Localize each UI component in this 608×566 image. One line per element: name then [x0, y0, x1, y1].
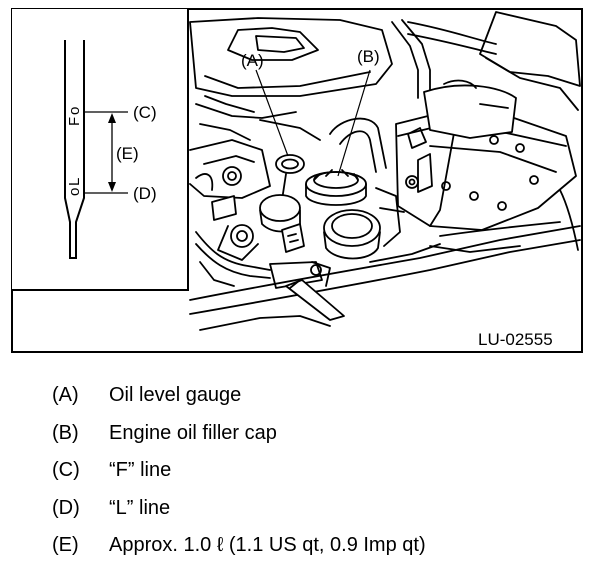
legend-item: (D) “L” line	[52, 491, 426, 529]
svg-text:o: o	[66, 188, 83, 196]
figure-code: LU-02555	[478, 330, 553, 349]
legend-item: (B) Engine oil filler cap	[52, 416, 426, 454]
legend-key: (B)	[52, 421, 79, 444]
callout-c: (C)	[133, 103, 157, 122]
legend-text: Oil level gauge	[109, 384, 242, 406]
dipstick-f-mark: F	[66, 117, 83, 126]
callout-d: (D)	[133, 184, 157, 203]
legend-key: (A)	[52, 384, 79, 406]
engine-bay-illustration	[189, 11, 581, 331]
legend-text: “L” line	[109, 496, 171, 519]
legend-item: (C) “F” line	[52, 453, 426, 491]
range-arrowhead-bottom	[108, 182, 116, 192]
legend-text: “F” line	[109, 459, 172, 481]
dipstick-inset: F o L o	[12, 9, 189, 291]
legend-text: Approx. 1.0 ℓ (1.1 US qt, 0.9 Imp qt)	[109, 534, 426, 556]
callout-e: (E)	[116, 144, 139, 163]
callout-b: (B)	[357, 47, 380, 66]
legend-key: (D)	[52, 496, 80, 519]
legend-key: (C)	[52, 459, 80, 481]
dipstick-shape	[64, 40, 85, 259]
legend-key: (E)	[52, 534, 79, 556]
svg-text:o: o	[66, 107, 83, 115]
callout-a: (A)	[241, 51, 264, 70]
legend: (A) Oil level gauge (B) Engine oil filler …	[52, 378, 426, 566]
legend-item: (E) Approx. 1.0 ℓ (1.1 US qt, 0.9 Imp qt)	[52, 528, 426, 566]
legend-item: (A) Oil level gauge	[52, 378, 426, 416]
dipstick-l-mark: L	[66, 178, 83, 186]
legend-text: Engine oil filler cap	[109, 421, 277, 444]
range-arrowhead-top	[108, 113, 116, 123]
callout-leaders	[255, 69, 371, 177]
